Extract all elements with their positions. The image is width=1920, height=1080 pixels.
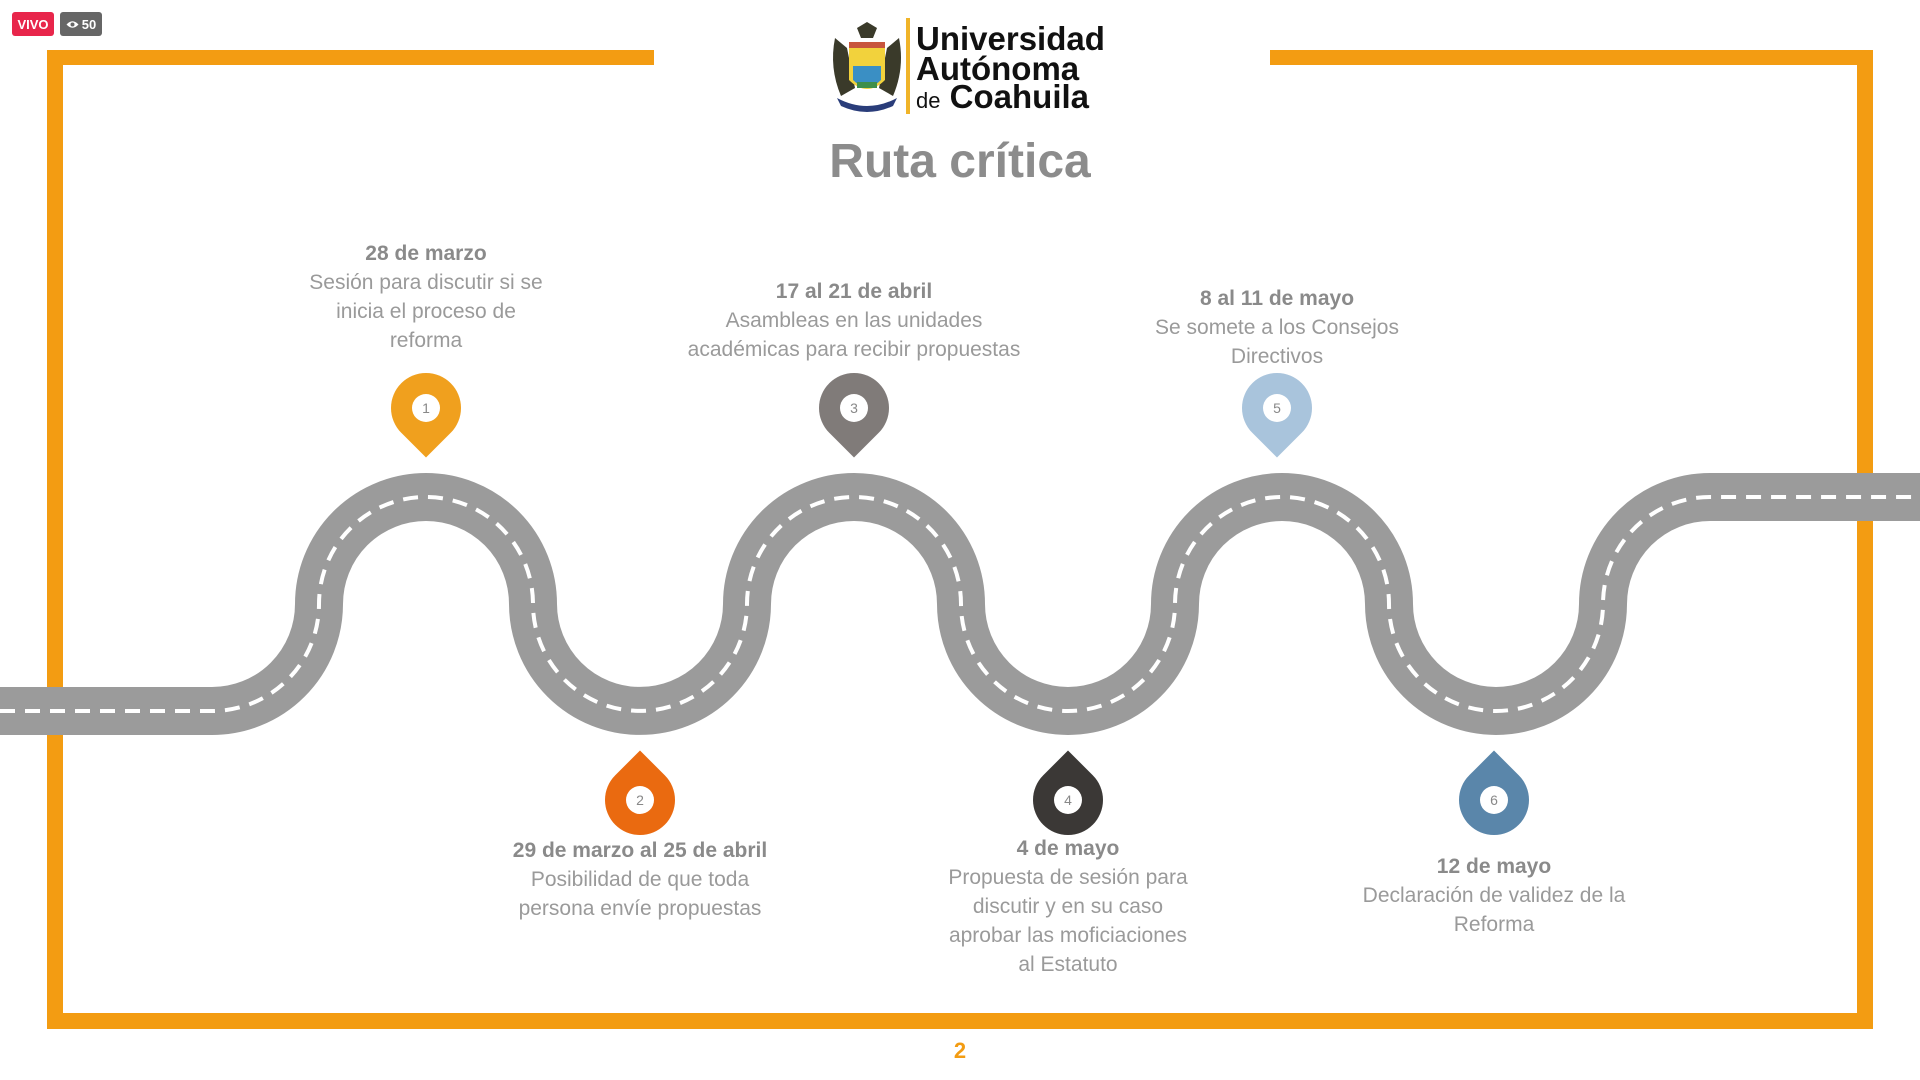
event-description-line: Posibilidad de que toda (530, 868, 750, 891)
logo-coahuila: Coahuila (949, 78, 1090, 115)
page-title: Ruta crítica (829, 135, 1091, 188)
map-pin-3: 3 (819, 372, 890, 458)
road-centerline (0, 495, 1920, 713)
map-pin-6: 6 (1459, 750, 1529, 836)
frame-left (47, 50, 63, 1029)
event-description-line: Directivos (1230, 345, 1324, 368)
logo-line-2: Autónoma (916, 50, 1080, 87)
event-description-line: discutir y en su caso (972, 895, 1164, 918)
viewer-count: 50 (81, 16, 97, 32)
pin-number: 3 (850, 400, 858, 416)
event-date: 17 al 21 de abril (775, 280, 933, 303)
pin-inner-circle (1263, 394, 1291, 422)
map-pin-1: 1 (391, 372, 461, 458)
pin-inner-circle (1054, 786, 1082, 814)
frame-right (1857, 50, 1873, 1029)
logo-de: de (916, 88, 941, 113)
pin-number: 4 (1064, 792, 1072, 808)
pin-inner-circle (412, 394, 440, 422)
event-date: 28 de marzo (365, 242, 487, 265)
event-description-line: Declaración de validez de la (1362, 884, 1626, 907)
event-date: 29 de marzo al 25 de abril (512, 839, 768, 862)
map-pin-5: 5 (1242, 372, 1313, 458)
event-description-line: persona envíe propuestas (518, 897, 762, 920)
pin-number: 5 (1273, 400, 1281, 416)
pin-inner-circle (626, 786, 654, 814)
live-badge: VIVO (12, 12, 54, 36)
pin-number: 1 (422, 400, 430, 416)
university-logo (827, 18, 1107, 114)
event-description-line: inicia el proceso de (336, 300, 516, 323)
event-date: 12 de mayo (1436, 855, 1552, 878)
pin-number: 6 (1490, 792, 1498, 808)
pin-number: 2 (636, 792, 644, 808)
pin-inner-circle (840, 394, 868, 422)
pin-inner-circle (1480, 786, 1508, 814)
event-description-line: reforma (389, 329, 463, 352)
eye-icon (66, 20, 79, 28)
event-description-line: Sesión para discutir si se (309, 271, 543, 294)
event-description-line: al Estatuto (1018, 953, 1118, 976)
map-pin-4: 4 (1033, 750, 1103, 836)
event-description-line: Se somete a los Consejos (1155, 316, 1399, 339)
event-date: 4 de mayo (1016, 837, 1120, 860)
page-number: 2 (953, 1038, 967, 1063)
event-description-line: Reforma (1453, 913, 1535, 936)
event-description-line: Propuesta de sesión para (948, 866, 1188, 889)
map-pin-2: 2 (605, 750, 675, 836)
frame-bottom (47, 1013, 1873, 1029)
event-description-line: Asambleas en las unidades (725, 309, 983, 332)
viewer-count-badge: 50 (60, 12, 102, 36)
event-description-line: aprobar las moficiaciones (948, 924, 1188, 947)
frame-top-left (47, 50, 654, 65)
coat-of-arms-icon (833, 22, 901, 112)
logo-line-1: Universidad (916, 20, 1105, 57)
logo-divider (906, 18, 910, 114)
event-date: 8 al 11 de mayo (1199, 287, 1355, 310)
live-label: VIVO (17, 16, 49, 32)
logo-line-3: de Coahuila (916, 80, 1089, 113)
frame-top-right (1270, 50, 1873, 65)
event-description-line: académicas para recibir propuestas (687, 338, 1021, 361)
